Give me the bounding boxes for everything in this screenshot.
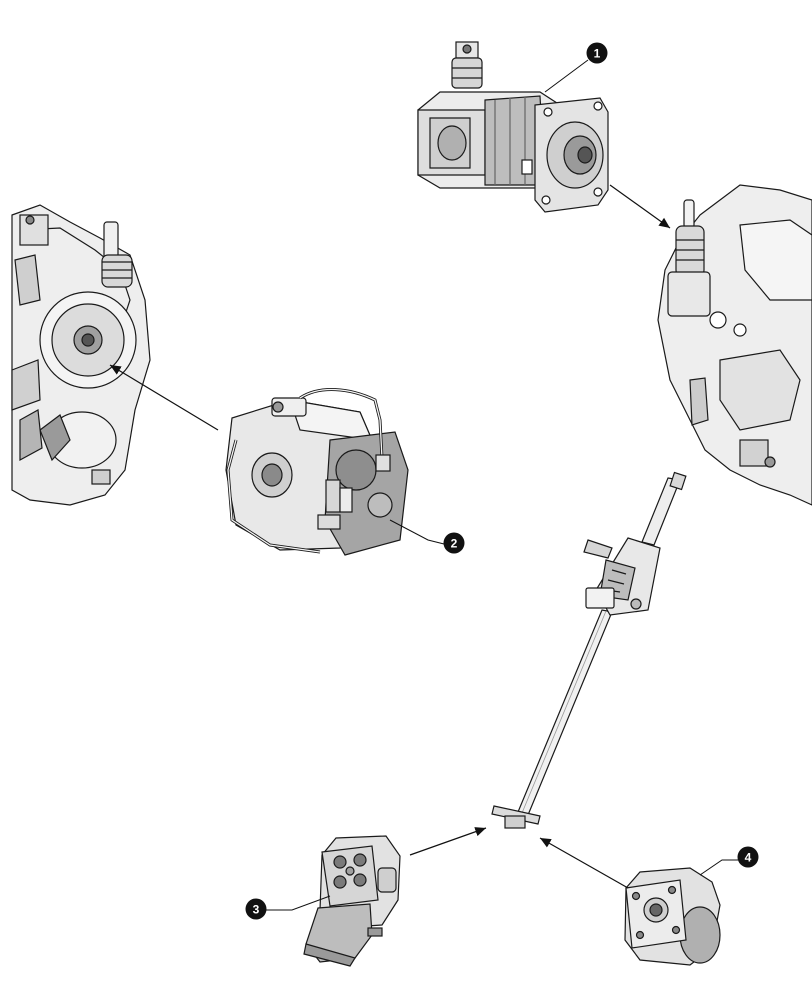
steering-valve-part-4 (624, 867, 721, 966)
assembly-arrows (109, 184, 671, 889)
arrow-part-2-to-housing (109, 364, 219, 431)
leader-callout-3 (266, 895, 331, 911)
callout-2: 2 (443, 532, 465, 554)
arrow-part-4-to-column (539, 837, 629, 889)
callout-1-label: 1 (594, 47, 601, 61)
arrow-part-3-to-column (409, 827, 487, 856)
callout-4: 4 (737, 846, 759, 868)
hydraulic-pump-part-2 (225, 388, 409, 556)
arrow-part-1-to-housing (609, 184, 671, 229)
hydraulic-pump-part-1 (417, 41, 609, 213)
leader-callout-4 (699, 859, 738, 876)
steering-valve-part-3 (303, 835, 401, 967)
leader-callout-2 (389, 519, 445, 545)
steering-column (491, 471, 687, 829)
callout-2-label: 2 (451, 537, 458, 551)
leader-callout-1 (544, 59, 589, 93)
transmission-housing-left (11, 204, 151, 506)
transmission-housing-right (657, 184, 812, 506)
callout-3-label: 3 (253, 903, 260, 917)
callout-4-label: 4 (745, 851, 752, 865)
callout-1: 1 (586, 42, 608, 64)
callout-leaders (266, 59, 738, 911)
callout-3: 3 (245, 898, 267, 920)
